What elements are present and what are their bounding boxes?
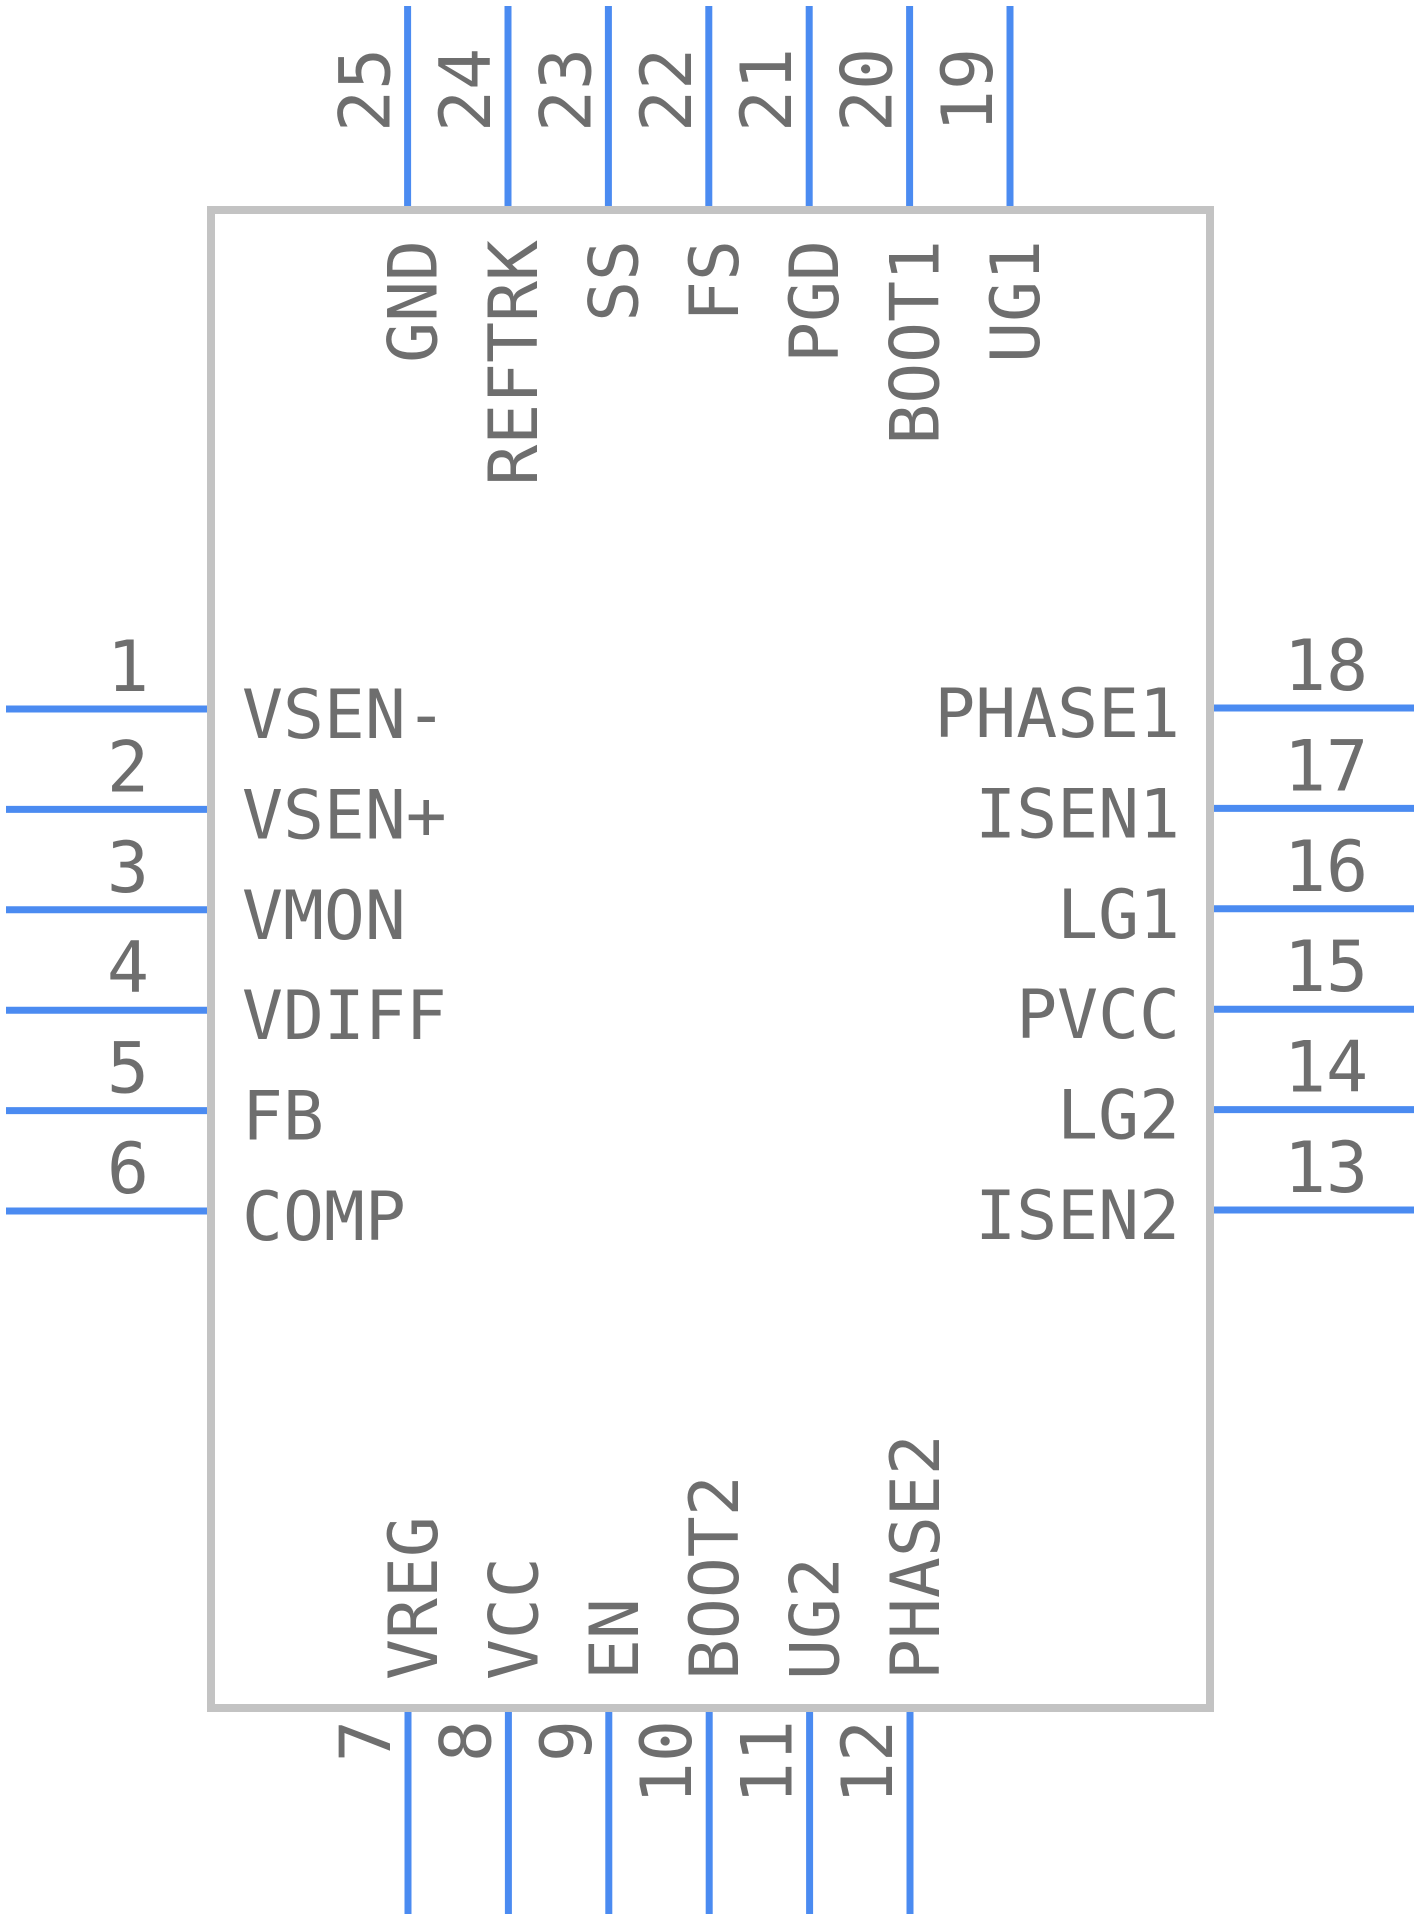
pin-14-name: LG2 xyxy=(1057,1077,1180,1156)
pin-2-name: VSEN+ xyxy=(242,776,447,855)
pin-14-number: 14 xyxy=(1284,1027,1368,1109)
pin-2-number: 2 xyxy=(107,726,149,808)
pin-9-name: EN xyxy=(576,1598,655,1680)
pin-8-number: 8 xyxy=(425,1720,507,1762)
pin-4-name: VDIFF xyxy=(242,977,447,1056)
pin-10-name: BOOT2 xyxy=(676,1475,755,1680)
pin-12-number: 12 xyxy=(827,1720,909,1804)
ic-body xyxy=(207,206,1214,1712)
pin-12-name: PHASE2 xyxy=(877,1434,956,1680)
pin-19-number: 19 xyxy=(927,48,1009,132)
pin-7-number: 7 xyxy=(325,1720,407,1762)
pin-5-name: FB xyxy=(242,1078,324,1157)
pin-22-name: FS xyxy=(676,240,755,322)
pin-20-number: 20 xyxy=(827,48,909,132)
pin-21-number: 21 xyxy=(726,48,808,132)
pin-8-name: VCC xyxy=(475,1557,554,1680)
pin-9-number: 9 xyxy=(526,1720,608,1762)
pin-20-name: BOOT1 xyxy=(877,240,956,445)
pin-1-name: VSEN- xyxy=(242,676,447,755)
pin-4-number: 4 xyxy=(107,927,149,1009)
pin-19-name: UG1 xyxy=(977,240,1056,363)
pin-7-name: VREG xyxy=(375,1516,454,1680)
pin-13-number: 13 xyxy=(1284,1127,1368,1209)
pin-16-number: 16 xyxy=(1284,826,1368,908)
pin-3-number: 3 xyxy=(107,827,149,909)
pin-11-number: 11 xyxy=(727,1720,809,1804)
pin-15-name: PVCC xyxy=(1016,976,1180,1055)
pin-3-name: VMON xyxy=(242,877,406,956)
pin-16-name: LG1 xyxy=(1057,876,1180,955)
pin-25-number: 25 xyxy=(325,48,407,132)
pin-13-name: ISEN2 xyxy=(975,1177,1180,1256)
pin-25-name: GND xyxy=(375,240,454,363)
pin-24-name: REFTRK xyxy=(475,240,554,486)
pin-1-number: 1 xyxy=(107,626,149,708)
pin-17-number: 17 xyxy=(1284,725,1368,807)
pin-22-number: 22 xyxy=(626,48,708,132)
pin-17-name: ISEN1 xyxy=(975,775,1180,854)
pin-5-number: 5 xyxy=(107,1028,149,1110)
pin-23-name: SS xyxy=(575,240,654,322)
pin-21-name: PGD xyxy=(776,240,855,363)
pin-18-number: 18 xyxy=(1284,625,1368,707)
pin-15-number: 15 xyxy=(1284,926,1368,1008)
pin-23-number: 23 xyxy=(525,48,607,132)
pin-10-number: 10 xyxy=(626,1720,708,1804)
pin-18-name: PHASE1 xyxy=(934,675,1180,754)
pin-11-name: UG2 xyxy=(777,1557,856,1680)
pin-24-number: 24 xyxy=(425,48,507,132)
pin-6-name: COMP xyxy=(242,1178,406,1257)
pin-6-number: 6 xyxy=(107,1128,149,1210)
